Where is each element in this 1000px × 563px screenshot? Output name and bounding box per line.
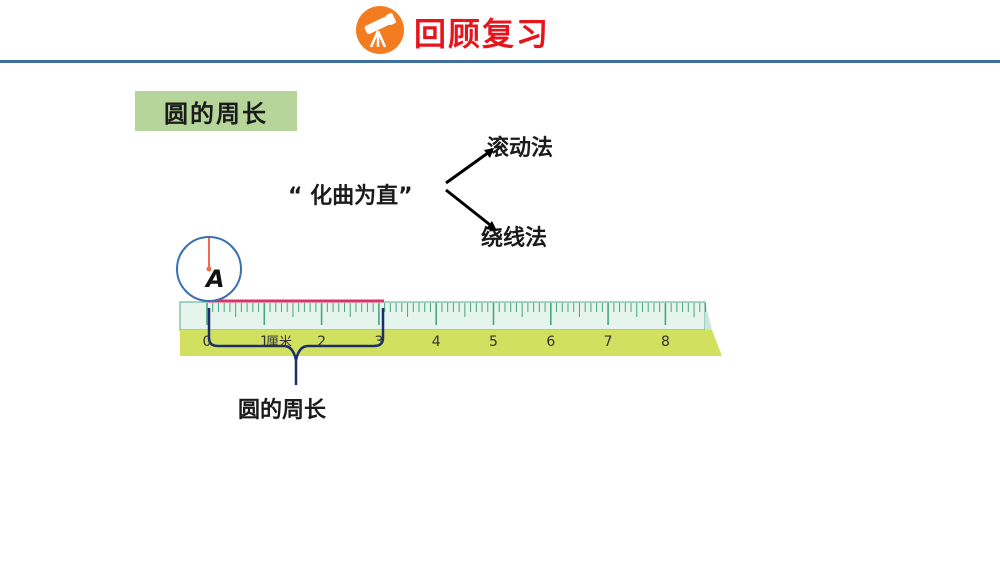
header-divider [0, 60, 1000, 63]
ruler-number: 0 [203, 334, 212, 350]
ruler-unit-label: 厘米 [266, 335, 293, 350]
point-a-label: A [206, 265, 225, 293]
ruler-right-bevel [705, 302, 712, 330]
ruler-number: 8 [661, 334, 670, 350]
ruler-top-band [179, 301, 706, 331]
ruler-number: 3 [374, 334, 383, 350]
method-winding: 绕线法 [481, 226, 548, 251]
ruler-number: 7 [604, 334, 613, 350]
page-title: 回顾复习 [414, 15, 551, 53]
ruler-bottom-band [180, 330, 722, 356]
concept-text: “ 化曲为直” [288, 184, 413, 209]
arrow-head-rolling [484, 148, 494, 158]
ruler-numbers: 0 1 2 3 4 5 6 7 8 [203, 334, 670, 350]
ruler-number: 5 [489, 334, 498, 350]
topic-label: 圆的周长 [135, 91, 297, 131]
ruler-number: 1 [260, 334, 269, 350]
telescope-icon [356, 6, 404, 54]
method-rolling: 滚动法 [487, 136, 554, 161]
ruler-number: 4 [432, 334, 441, 350]
ruler-number: 2 [317, 334, 326, 350]
ruler-number: 6 [546, 334, 555, 350]
arrow-to-rolling [445, 148, 493, 185]
arrow-to-winding [445, 188, 495, 230]
ruler-ticks [206, 303, 707, 325]
circle-center-dot [206, 266, 212, 272]
arrow-head-winding [486, 221, 497, 231]
brace-label: 圆的周长 [238, 398, 327, 423]
header-icon-badge [355, 5, 405, 55]
